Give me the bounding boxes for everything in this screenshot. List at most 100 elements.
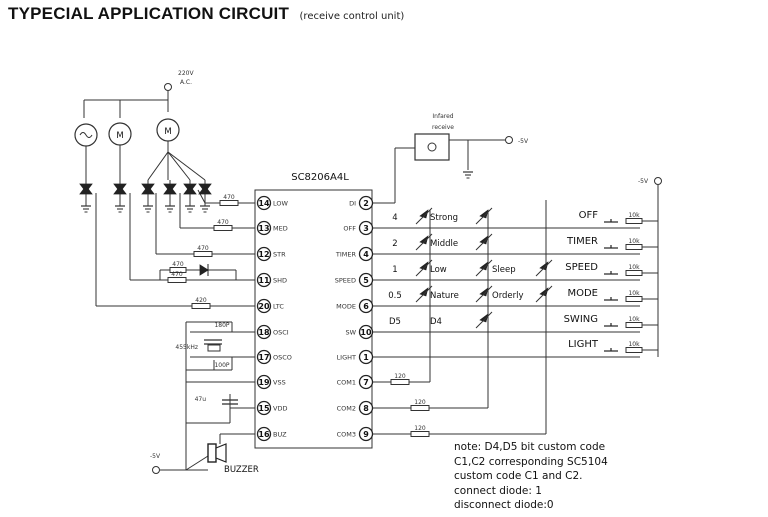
pin-number: 8 [363, 404, 369, 413]
diode-icon [535, 259, 553, 277]
pin-circle [256, 400, 272, 416]
ac-unit: A.C. [180, 79, 192, 86]
supply-terminal [152, 466, 160, 474]
pin-label: SPEED [335, 277, 356, 285]
pin-label: LOW [273, 200, 289, 208]
diode-icon [415, 259, 433, 277]
diode-icon [415, 285, 433, 303]
resistor [410, 405, 430, 411]
infrared-label-1: Infared [432, 113, 453, 120]
diagram-title: TYPECIAL APPLICATION CIRCUIT (receive co… [8, 4, 404, 24]
title-main: TYPECIAL APPLICATION CIRCUIT [8, 4, 290, 23]
pin-circle [358, 298, 374, 314]
key-label: SPEED [565, 262, 598, 273]
pin-circle [358, 426, 374, 442]
wire [167, 151, 206, 181]
ac-voltage: 220V [178, 70, 194, 77]
motor-symbol: M [164, 127, 171, 137]
diode-icon [419, 261, 429, 271]
diode-icon [475, 285, 493, 303]
pin-number: 16 [258, 430, 270, 439]
resistor [167, 277, 187, 283]
key-label: LIGHT [568, 339, 599, 350]
note-line: disconnect diode:0 [454, 499, 554, 512]
triac-icon [141, 185, 155, 195]
supply-terminal [654, 177, 662, 185]
matrix-option-label: Middle [430, 239, 458, 249]
pin-label: OSCI [273, 329, 289, 337]
diode-icon [479, 209, 489, 219]
resistor-value: 120 [414, 425, 426, 432]
resistor-value: 120 [414, 399, 426, 406]
pin-label: BUZ [273, 431, 287, 439]
ic-body [254, 189, 373, 449]
diode-icon [539, 261, 549, 271]
pin-number: 19 [258, 378, 270, 387]
buzzer-icon [215, 443, 227, 463]
diode-icon [539, 287, 549, 297]
pin-circle [358, 324, 374, 340]
pin-label: COM1 [337, 379, 356, 387]
wires [83, 91, 659, 471]
swing-motor-icon [79, 132, 93, 138]
wire [197, 189, 206, 204]
key-label: SWING [564, 314, 598, 325]
pin-circle [358, 349, 374, 365]
resistor [169, 267, 187, 273]
resistor-value: 10k [628, 238, 640, 245]
resistor [625, 244, 643, 250]
key-label: OFF [579, 210, 599, 221]
resistor-value: 470 [197, 245, 209, 252]
fan-motor-icon [108, 122, 132, 146]
resistor [625, 218, 643, 224]
resistor-value: 470 [217, 219, 229, 226]
pin-label: SW [345, 329, 356, 337]
pin-number: 13 [258, 224, 269, 233]
supply-terminal [505, 136, 513, 144]
diode-icon [475, 259, 493, 277]
led-icon [199, 264, 209, 276]
pin-label: STR [273, 251, 286, 259]
pin-label: TIMER [335, 251, 357, 259]
ac-terminal [164, 83, 172, 91]
resistor [625, 296, 643, 302]
pin-number: 7 [363, 378, 369, 387]
triac-icon [198, 185, 212, 195]
resistor [625, 347, 643, 353]
resistor-value: 470 [171, 271, 183, 278]
pin-circle [256, 220, 272, 236]
pin-circle [358, 220, 374, 236]
resistor-value: 10k [628, 264, 640, 271]
resistor-value: 10k [628, 316, 640, 323]
crystal-icon [207, 344, 221, 352]
note-line: custom code C1 and C2. [454, 470, 583, 483]
diode-icon [419, 209, 429, 219]
diode-icon [475, 233, 493, 251]
supply-label: -5V [518, 138, 529, 145]
pin-label: MODE [336, 303, 356, 311]
pin-circle [256, 349, 272, 365]
matrix-bit-label: 1 [392, 265, 397, 275]
resistor-value: 10k [628, 212, 640, 219]
pin-label: DI [349, 200, 356, 208]
pin-circle [256, 426, 272, 442]
pin-circle [256, 298, 272, 314]
pin-number: 9 [363, 430, 369, 439]
supply-label: -5V [150, 453, 161, 460]
pin-number: 6 [363, 302, 369, 311]
pin-circle [358, 374, 374, 390]
chip-name: SC8206A4L [291, 172, 349, 183]
pin-circle [358, 400, 374, 416]
resistor [625, 322, 643, 328]
matrix-option-label: Low [430, 265, 447, 275]
matrix-option-label: Strong [430, 213, 458, 223]
key-label: TIMER [566, 236, 598, 247]
wire [147, 151, 191, 181]
diode-icon [415, 207, 433, 225]
pin-circle [256, 195, 272, 211]
buzzer-label: BUZZER [224, 465, 259, 475]
diode-icon [479, 235, 489, 245]
